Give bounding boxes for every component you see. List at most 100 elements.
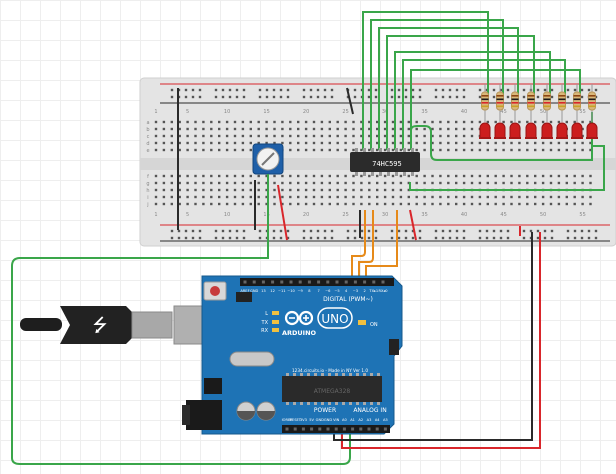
pot-analog-wire[interactable] — [11, 174, 351, 465]
terminal-hole — [304, 141, 308, 145]
header-pin[interactable] — [353, 280, 357, 284]
row-letter: b — [146, 127, 149, 133]
header-pin[interactable] — [289, 280, 293, 284]
header-pin[interactable] — [318, 427, 322, 431]
header-pin[interactable] — [334, 427, 338, 431]
resistor[interactable] — [527, 91, 535, 111]
arduino-gnd-wire[interactable] — [333, 232, 533, 441]
column-number: 35 — [421, 212, 427, 218]
terminal-hole — [297, 188, 300, 192]
sr-led-wire-3[interactable] — [378, 27, 519, 150]
rail-hole — [441, 229, 445, 233]
led[interactable] — [509, 122, 521, 139]
header-pin[interactable] — [307, 280, 311, 284]
led[interactable] — [556, 122, 568, 139]
header-pin[interactable] — [252, 280, 256, 284]
header-pin[interactable] — [301, 427, 305, 431]
terminal-hole — [549, 195, 553, 199]
terminal-hole — [447, 174, 450, 178]
data-wire-1[interactable] — [351, 210, 366, 278]
sr-power-wire[interactable] — [409, 209, 417, 241]
rail-hole — [462, 88, 466, 92]
resistor[interactable] — [588, 91, 596, 111]
header-pin[interactable] — [261, 280, 265, 284]
header-pin[interactable] — [285, 427, 289, 431]
header-pin[interactable] — [326, 427, 330, 431]
header-pin[interactable] — [271, 280, 275, 284]
led[interactable] — [586, 122, 598, 139]
terminal-hole — [462, 120, 466, 124]
usb-cable[interactable]: ⭍ — [20, 305, 205, 345]
resistor[interactable] — [543, 91, 551, 111]
sr-led-wire-4[interactable] — [386, 35, 535, 150]
terminal-hole — [241, 141, 245, 145]
led[interactable] — [494, 122, 506, 139]
header-pin[interactable] — [367, 427, 371, 431]
potentiometer-knob-indicator — [261, 152, 275, 166]
header-pin[interactable] — [342, 427, 346, 431]
header-pin[interactable] — [298, 280, 302, 284]
terminal-hole — [186, 141, 189, 145]
terminal-hole — [534, 181, 537, 185]
reset-button[interactable] — [210, 286, 220, 296]
header-pin[interactable] — [375, 427, 379, 431]
rail-hole — [448, 229, 452, 233]
led-array[interactable] — [479, 84, 598, 139]
rail-hole — [594, 236, 598, 240]
resistor[interactable] — [496, 91, 504, 111]
header-pin[interactable] — [293, 427, 297, 431]
header-pin[interactable] — [383, 427, 387, 431]
sr-led-wire-6[interactable] — [402, 59, 566, 150]
led[interactable] — [525, 122, 537, 139]
sr-loop-wire[interactable] — [409, 145, 605, 191]
rail-hole — [492, 236, 496, 240]
led[interactable] — [479, 122, 491, 139]
header-pin[interactable] — [335, 280, 339, 284]
arduino-wires[interactable] — [11, 174, 541, 465]
terminal-hole — [439, 174, 442, 178]
terminal-hole — [407, 127, 410, 131]
data-wire-2[interactable] — [358, 210, 374, 278]
shift-register[interactable]: 74HC595 — [350, 148, 420, 176]
pot-power-wire[interactable] — [277, 184, 288, 241]
header-pin[interactable] — [326, 280, 330, 284]
shift-register-chip[interactable] — [350, 152, 420, 172]
chip-pin — [307, 402, 310, 405]
sr-led-wire-8[interactable] — [410, 112, 593, 161]
header-pin[interactable] — [310, 427, 314, 431]
header-pin[interactable] — [363, 280, 367, 284]
sr-led-wire-7[interactable] — [410, 69, 581, 150]
rail-hole — [566, 229, 570, 233]
resistor[interactable] — [573, 91, 581, 111]
led[interactable] — [541, 122, 553, 139]
column-number: 25 — [342, 109, 348, 115]
power-jack-front — [182, 405, 190, 425]
led[interactable] — [571, 122, 583, 139]
header-pin[interactable] — [381, 280, 385, 284]
header-pin[interactable] — [359, 427, 363, 431]
sr-led-wire-1[interactable] — [362, 11, 489, 150]
power-jack[interactable] — [186, 400, 222, 430]
column-number: 55 — [579, 109, 585, 115]
header-pin[interactable] — [344, 280, 348, 284]
header-pin[interactable] — [243, 280, 247, 284]
sr-led-wire-5[interactable] — [394, 51, 551, 150]
breadboard-wires[interactable] — [177, 11, 605, 241]
header-pin[interactable] — [280, 280, 284, 284]
header-pin[interactable] — [372, 280, 376, 284]
potentiometer[interactable] — [252, 143, 284, 175]
header-pin[interactable] — [351, 427, 355, 431]
resistor[interactable] — [558, 91, 566, 111]
terminal-hole — [225, 188, 229, 192]
resistor[interactable] — [511, 91, 519, 111]
terminal-hole — [518, 174, 521, 178]
ground-jumper-top[interactable] — [346, 87, 354, 115]
data-wire-3[interactable] — [365, 210, 398, 278]
header-pin[interactable] — [317, 280, 321, 284]
resistor[interactable] — [481, 91, 489, 111]
chip-pin — [363, 171, 366, 176]
